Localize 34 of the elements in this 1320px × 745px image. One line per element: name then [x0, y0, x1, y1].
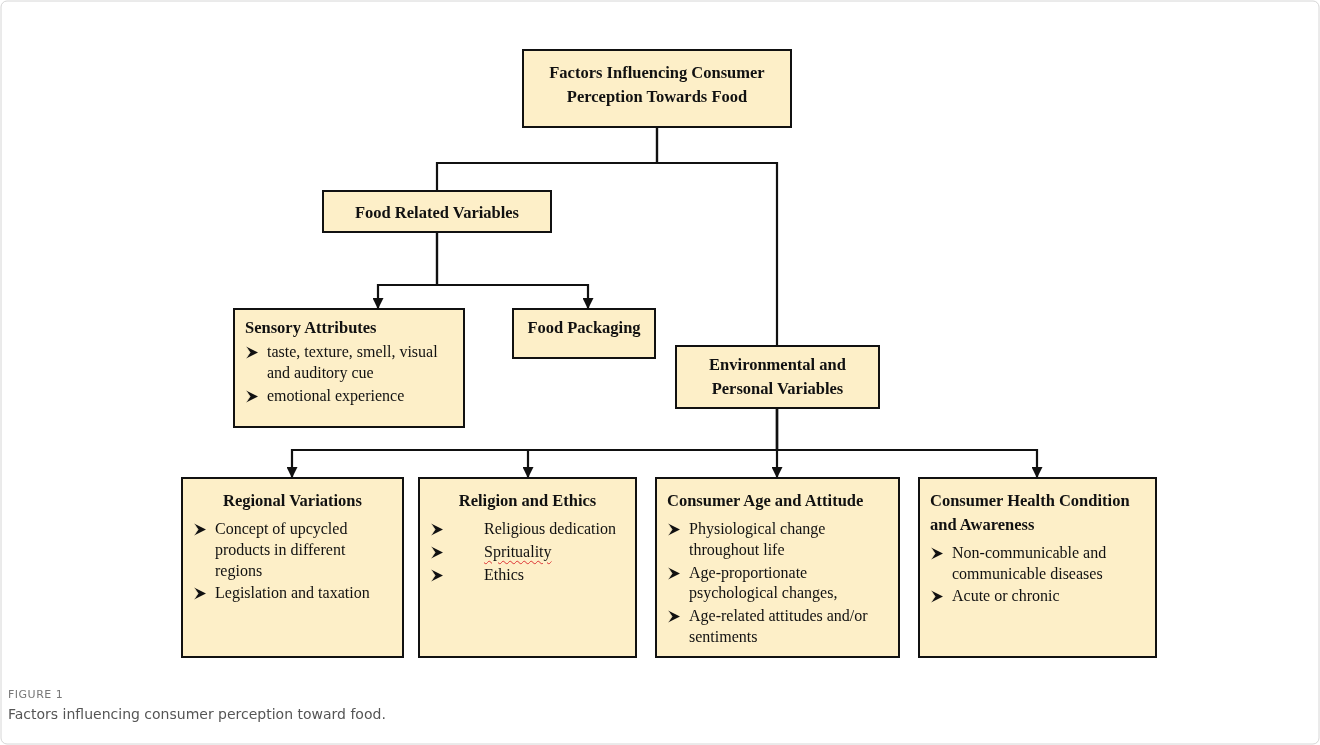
- bullet-text: Sprituality: [484, 541, 552, 563]
- factor-box: [181, 477, 404, 658]
- box-heading: Sensory Attributes: [245, 317, 378, 339]
- box-heading: Consumer Health Condition and Awareness: [930, 490, 1131, 536]
- arrow: [435, 233, 594, 310]
- box-heading: Religion and Ethics: [457, 490, 598, 512]
- factor-box: [512, 308, 656, 359]
- box-heading: Food Packaging: [526, 317, 642, 339]
- figure-caption: Factors influencing consumer perception toward food.: [8, 706, 386, 722]
- bullet-text: Acute or chronic: [952, 586, 1060, 607]
- box-heading: Regional Variations: [222, 490, 363, 512]
- box-heading: Environmental and Personal Variables: [708, 354, 847, 400]
- category-box: [322, 190, 552, 233]
- category-box: [675, 345, 880, 409]
- bullet-text: Concept of upcycled products in different regions: [215, 518, 349, 582]
- figure-number: FIGURE 1: [8, 688, 64, 701]
- connector-line: [655, 128, 779, 345]
- box-heading: Food Related Variables: [353, 202, 521, 224]
- box-heading: Factors Influencing Consumer Perception Towards Food: [548, 62, 766, 108]
- bullet-text: Religious dedication: [484, 518, 616, 540]
- root-box: [522, 49, 792, 128]
- bullet-text: Non-communicable and communicable diseases: [952, 542, 1108, 584]
- arrow: [775, 409, 1043, 479]
- factor-box: [655, 477, 900, 658]
- bullet-text: Legislation and taxation: [215, 583, 370, 604]
- bullet-text: Physiological change throughout life: [689, 518, 827, 561]
- box-heading: Consumer Age and Attitude: [667, 490, 865, 512]
- bullet-text: Ethics: [484, 564, 524, 585]
- factor-box: [918, 477, 1157, 658]
- bullet-text: Age-related attitudes and/or sentiments: [689, 606, 869, 647]
- bullet-text: Age-proportionate psychological changes,: [689, 562, 839, 604]
- factor-box: [233, 308, 465, 428]
- bullet-text: emotional experience: [267, 385, 405, 407]
- factor-box: [418, 477, 637, 658]
